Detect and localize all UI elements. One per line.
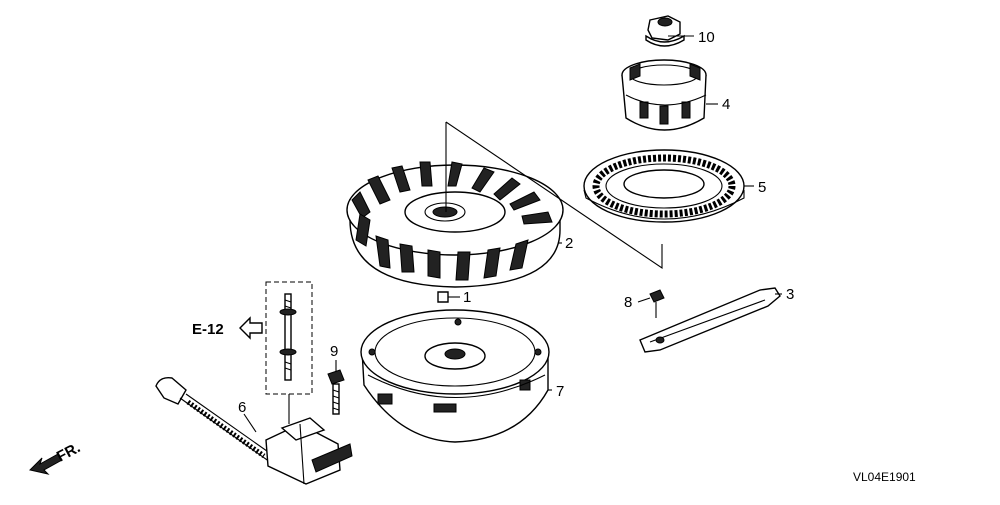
callout-10: 10 [698, 29, 715, 46]
part-9-bolt [327, 369, 345, 415]
drawing-code: VL04E1901 [853, 470, 916, 484]
callout-9: 9 [330, 343, 338, 360]
part-3-bracket [639, 287, 781, 353]
leader-lines [243, 35, 782, 433]
callout-4: 4 [722, 96, 730, 113]
callout-1: 1 [463, 289, 471, 306]
part-8-bolt [649, 289, 665, 318]
callout-8: 8 [624, 294, 632, 311]
part-6-ignition-coil [155, 376, 353, 485]
part-10-nut [645, 15, 685, 47]
part-4-starter-pulley [621, 59, 707, 131]
callout-5: 5 [758, 179, 766, 196]
front-direction-arrow [29, 453, 63, 475]
part-7-flywheel [360, 309, 550, 443]
center-line-pulley [445, 121, 663, 270]
reference-label: E-12 [192, 321, 224, 338]
callout-3: 3 [786, 286, 794, 303]
callout-6: 6 [238, 399, 246, 416]
callout-7: 7 [556, 383, 564, 400]
part-1-key [437, 291, 458, 303]
callout-2: 2 [565, 235, 573, 252]
part-2-cooling-fan [346, 161, 564, 288]
reference-arrow [239, 316, 263, 340]
part-5-cooling-screen [583, 149, 745, 223]
stud-reference-box [265, 281, 313, 424]
